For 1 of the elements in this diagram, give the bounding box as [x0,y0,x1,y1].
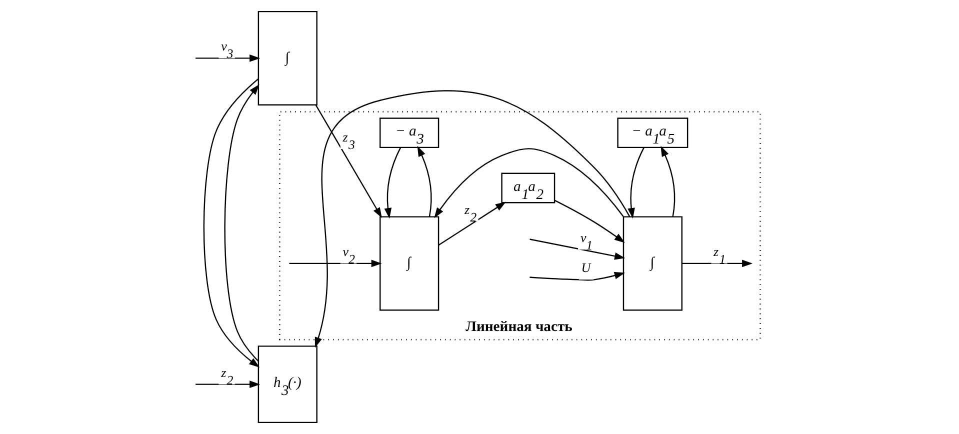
edge-label: U [581,260,591,276]
